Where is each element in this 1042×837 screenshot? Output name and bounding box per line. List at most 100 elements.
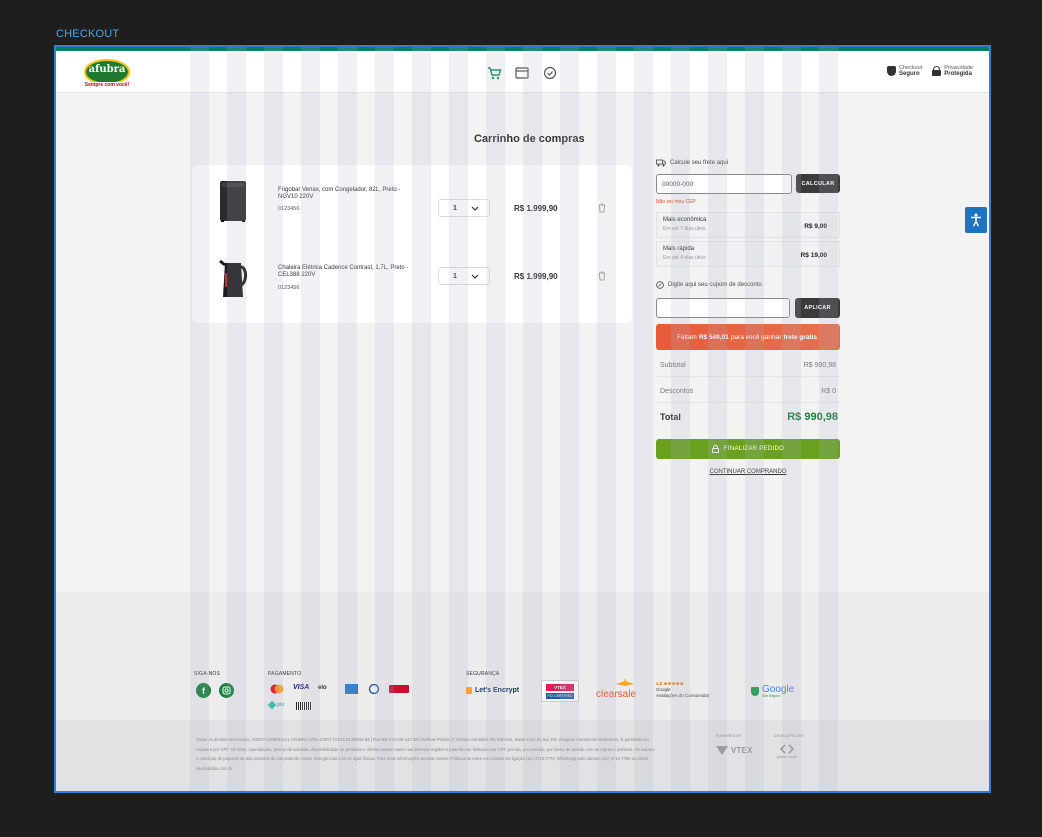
shipping-label: Calcule seu frete aqui: [656, 159, 842, 167]
vtex-pci-seal: VTEX PCI CERTIFIED: [541, 680, 579, 702]
afubra-logo[interactable]: afubra Sempre com você!: [84, 59, 130, 89]
apply-coupon-button[interactable]: APLICAR: [795, 298, 840, 318]
padlock-icon: [466, 687, 472, 694]
instagram-icon[interactable]: [219, 683, 234, 698]
quantity-select[interactable]: 1: [438, 199, 490, 217]
shipping-option-title: Mais rápida: [663, 246, 695, 252]
page-title: Carrinho de compras: [474, 133, 585, 145]
footer: SIGA-NOS f PAGAMENTO VISA elo pix SEGURA…: [56, 592, 989, 720]
discount-row: Descontos R$ 0: [656, 381, 840, 403]
total-row: Total R$ 990,98: [660, 411, 838, 423]
secure2-small: Privacidade: [944, 65, 973, 71]
quantity-select[interactable]: 1: [438, 267, 490, 285]
social-title: SIGA-NOS: [194, 671, 221, 677]
product-name[interactable]: Chaleira Elétrica Cadence Contrast, 1,7L…: [278, 265, 409, 278]
frame-label: CHECKOUT: [56, 28, 120, 40]
product-name[interactable]: Frigobar Venax, com Congelador, 82L, Pre…: [278, 187, 401, 200]
payment-title: PAGAMENTO: [268, 671, 302, 677]
lock-icon: [932, 66, 942, 76]
hipercard-icon: [389, 685, 409, 693]
boleto-icon: [296, 702, 312, 710]
quantity-value: 1: [453, 272, 457, 280]
finalize-order-button[interactable]: FINALIZAR PEDIDO: [656, 439, 840, 459]
shield-icon: [887, 66, 896, 76]
chevron-down-icon: [471, 206, 479, 211]
powered-label: POWERED BY: [716, 734, 742, 738]
security-title: SEGURANÇA: [466, 671, 500, 677]
kettle-product-image[interactable]: [216, 255, 250, 301]
footer-bottom: POWERED BY VTEX DEVELOPED BY penso code: [56, 720, 989, 791]
logo-text: afubra: [88, 64, 126, 75]
truck-icon: [656, 159, 666, 167]
mastercard-icon: [270, 684, 284, 694]
product-sku: 0123456: [278, 285, 300, 291]
quantity-value: 1: [453, 204, 457, 212]
vtex-logo: VTEX: [716, 746, 753, 755]
trash-icon[interactable]: [598, 271, 606, 281]
product-price: R$ 1.999,90: [514, 204, 558, 213]
subtotal-label: Subtotal: [660, 362, 686, 369]
promo-prefix: Faltam: [676, 333, 697, 341]
secure2-big: Protegida: [944, 71, 972, 77]
promo-middle: para você ganhar: [730, 333, 782, 341]
unknown-cep-link[interactable]: Não sei meu CEP: [656, 199, 696, 205]
order-sidebar: Calcule seu frete aqui 00000-000 CALCULA…: [656, 159, 842, 475]
total-value: R$ 990,98: [787, 411, 838, 423]
clearsale-bird-icon: [616, 678, 634, 686]
cep-input[interactable]: 00000-000: [656, 174, 792, 194]
cart-step-icon[interactable]: [486, 65, 502, 81]
discount-label: Descontos: [660, 388, 694, 395]
accessibility-icon: [971, 213, 981, 227]
continue-shopping-link[interactable]: CONTINUAR COMPRANDO: [709, 469, 787, 475]
shipping-label-text: Calcule seu frete aqui: [670, 160, 729, 166]
penso-code-logo: penso code: [774, 744, 800, 759]
clearsale-seal: clearsale: [596, 689, 637, 700]
cart-item: Frigobar Venax, com Congelador, 82L, Pre…: [192, 173, 632, 233]
discount-icon: [656, 281, 664, 289]
subtotal-value: R$ 990,98: [803, 362, 836, 369]
cart-item: Chaleira Elétrica Cadence Contrast, 1,7L…: [192, 251, 632, 311]
subtotal-row: Subtotal R$ 990,98: [656, 355, 840, 377]
chevron-down-icon: [471, 274, 479, 279]
shipping-option-eta: Em até 4 dias úteis: [663, 255, 706, 261]
visa-icon: VISA: [293, 684, 310, 691]
secure1-small: Checkout: [899, 65, 923, 71]
cart-list: Frigobar Venax, com Congelador, 82L, Pre…: [192, 165, 632, 323]
promo-highlight: frete grátis: [783, 333, 818, 341]
total-label: Total: [660, 412, 681, 422]
top-stripe: [56, 47, 989, 51]
lock-icon: [711, 445, 719, 453]
payment-step-icon[interactable]: [514, 65, 530, 81]
confirm-step-icon[interactable]: [542, 65, 558, 81]
coupon-label-text: Digite aqui seu cupom de desconto: [668, 282, 762, 288]
secure1-big: Seguro: [899, 71, 920, 77]
discount-value: R$ 0: [821, 388, 836, 395]
developed-label: DEVELOPED BY: [774, 734, 804, 738]
elo-icon: elo: [318, 685, 327, 691]
amex-icon: [345, 684, 358, 694]
pix-icon: pix: [267, 700, 284, 710]
shipping-option-eta: Em até 7 dias úteis: [663, 226, 706, 232]
shipping-option-price: R$ 19,00: [800, 252, 827, 259]
minibar-product-image[interactable]: [216, 177, 250, 223]
accessibility-button[interactable]: [965, 207, 987, 233]
legal-text: Todos os direitos reservados. AGRO-COMER…: [196, 737, 655, 771]
shipping-option-fast[interactable]: Mais rápida Em até 4 dias úteis R$ 19,00: [656, 241, 840, 267]
shipping-option-economy[interactable]: Mais econômica Em até 7 dias úteis R$ 9,…: [656, 212, 840, 238]
coupon-input[interactable]: [656, 298, 790, 318]
trash-icon[interactable]: [598, 203, 606, 213]
lets-encrypt-seal: Let's Encrypt: [466, 687, 519, 694]
product-price: R$ 1.999,90: [514, 272, 558, 281]
product-sku: 0123456: [278, 206, 300, 212]
facebook-icon[interactable]: f: [196, 683, 211, 698]
checkout-steps: [486, 65, 558, 81]
coupon-label: Digite aqui seu cupom de desconto: [656, 281, 762, 289]
logo-tagline: Sempre com você!: [84, 82, 130, 89]
shipping-option-price: R$ 9,00: [804, 223, 827, 230]
calculate-button[interactable]: CALCULAR: [796, 174, 840, 193]
